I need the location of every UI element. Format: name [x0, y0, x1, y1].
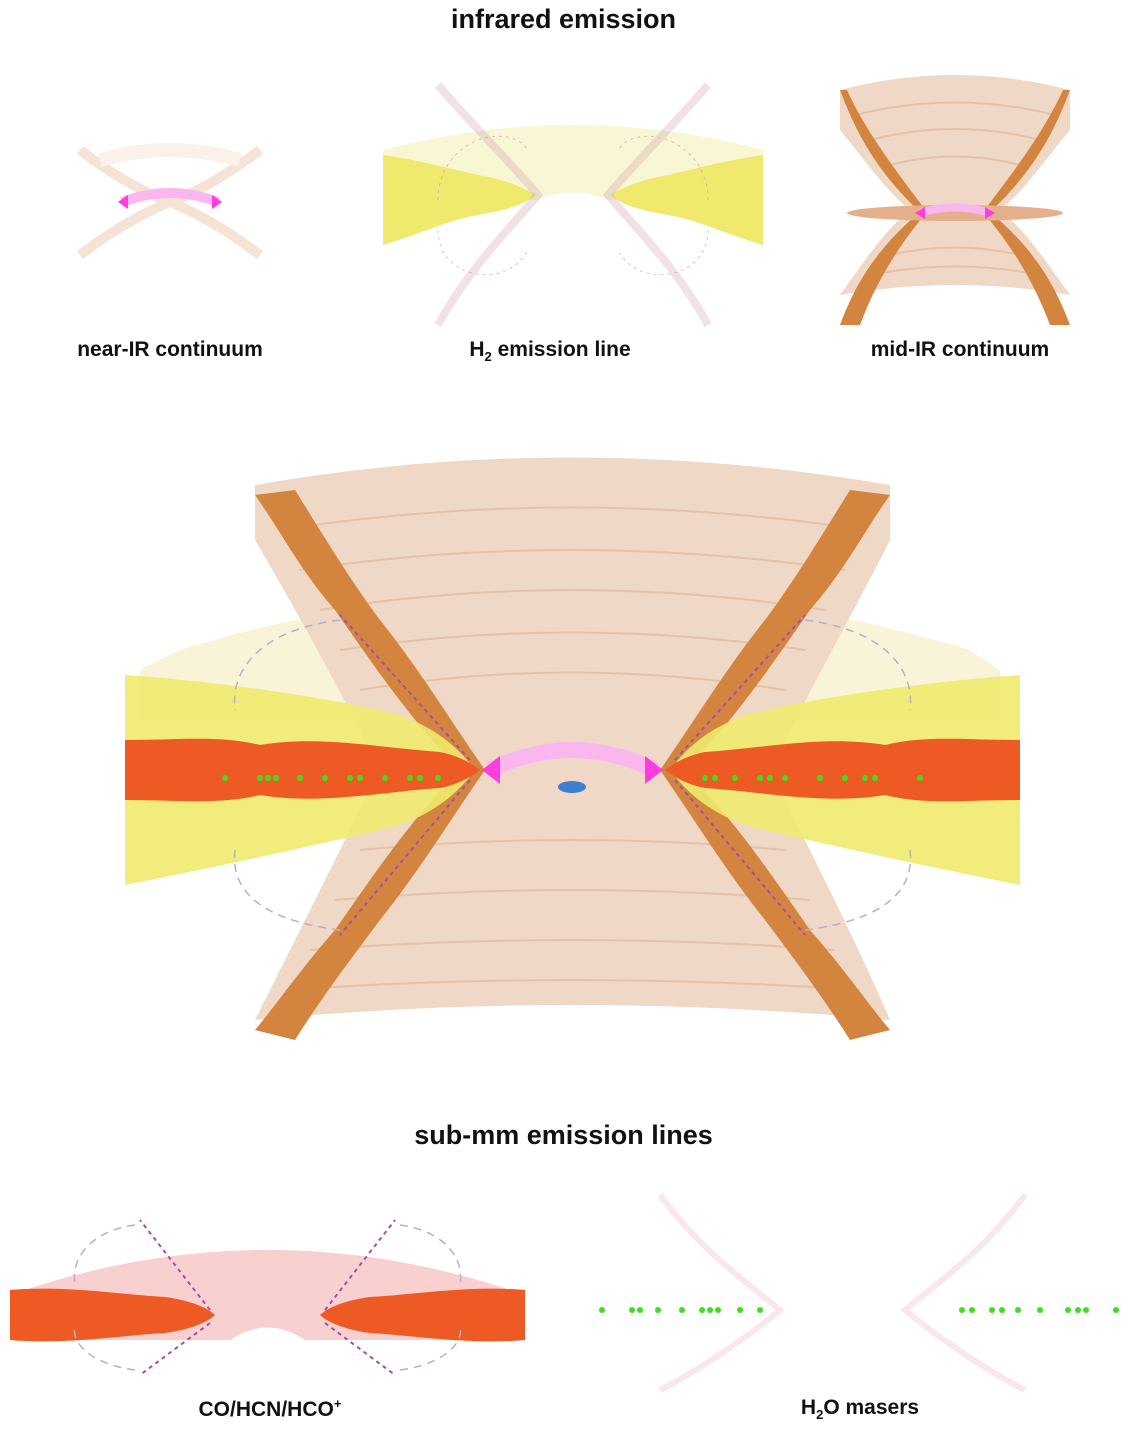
- h2o-label: H2O masers: [760, 1396, 960, 1422]
- co-label: CO/HCN/HCO+: [170, 1396, 370, 1422]
- submm-heading: sub-mm emission lines: [0, 1120, 1127, 1151]
- h2-label: H2 emission line: [420, 338, 680, 364]
- near-ir-diagram: [60, 140, 280, 270]
- mid-ir-diagram: [835, 70, 1075, 328]
- masers: [599, 1307, 1119, 1313]
- h2o-diagram: [580, 1190, 1125, 1390]
- h2-diagram: [378, 80, 768, 330]
- black-hole: [558, 781, 586, 793]
- mid-ir-label: mid-IR continuum: [840, 338, 1080, 362]
- co-diagram: [5, 1215, 530, 1380]
- near-ir-label: near-IR continuum: [50, 338, 290, 362]
- infrared-heading: infrared emission: [0, 4, 1127, 35]
- combined-diagram: [120, 430, 1025, 1070]
